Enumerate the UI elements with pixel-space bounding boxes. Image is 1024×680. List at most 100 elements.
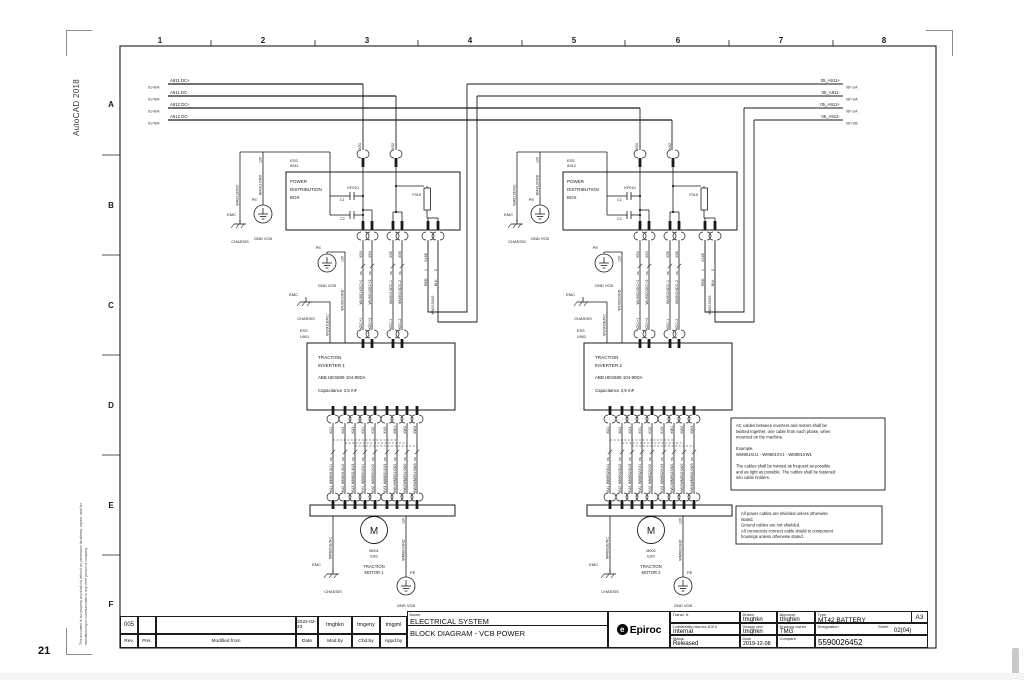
note-box-1 <box>730 417 886 491</box>
svg-text:GND VCB: GND VCB <box>254 236 273 241</box>
approver-cell: Approver tmghkn <box>777 611 815 623</box>
svg-text:XW1: XW1 <box>670 485 674 493</box>
svg-text:3: 3 <box>365 36 370 45</box>
svg-text:XV3: XV3 <box>383 427 387 434</box>
svg-text:TRACTION: TRACTION <box>595 355 618 360</box>
drawing-title-line2: BLOCK DIAGRAM - VCB POWER <box>410 629 526 638</box>
svg-text:PE: PE <box>393 457 397 461</box>
svg-text:PE: PE <box>636 271 640 275</box>
svg-text:WM902XU3: WM902XU3 <box>628 464 632 484</box>
svg-text:Capacitance 3,9 mF: Capacitance 3,9 mF <box>595 388 635 393</box>
crop-mark-bottom-left-v <box>66 628 67 654</box>
svg-text:F: F <box>109 600 114 609</box>
svg-text:RED: RED <box>424 278 428 286</box>
svg-text:WM902XU2: WM902XU2 <box>618 464 622 484</box>
drawn-value: tmghkn <box>743 617 763 623</box>
svg-text:PE: PE <box>666 271 670 275</box>
motor-terminal-strip-1 <box>309 504 456 517</box>
drawing-owner-cell: Drawing owner TMG <box>777 623 815 635</box>
svg-text:129: 129 <box>679 518 683 524</box>
svg-text:1: 1 <box>158 36 163 45</box>
designation-cell: Designation Sheet 02(04) <box>815 623 928 635</box>
svg-text:PE: PE <box>413 457 417 461</box>
svg-text:WM901XV3: WM901XV3 <box>383 464 387 484</box>
svg-text:GND VCB: GND VCB <box>397 603 416 608</box>
epiroc-logo: e Epiroc <box>609 612 669 647</box>
drawn-label: Drawn <box>742 611 755 617</box>
svg-text:DISTRIBUTION: DISTRIBUTION <box>567 187 599 192</box>
svg-text:XW3: XW3 <box>413 426 417 434</box>
document-number: 5590026452 <box>818 638 863 647</box>
drawing-title-line1: ELECTRICAL SYSTEM <box>410 617 489 626</box>
svg-text:U902: U902 <box>577 335 586 339</box>
sheet-value: 02(04) <box>894 628 912 634</box>
svg-text:MOTOR 1: MOTOR 1 <box>364 570 384 575</box>
svg-text:PE: PE <box>329 457 333 461</box>
svg-text:WM901E/NC: WM901E/NC <box>329 537 333 559</box>
pos-value <box>138 616 156 634</box>
svg-text:PE: PE <box>403 457 407 461</box>
sheet-label: Sheet <box>878 623 889 629</box>
svg-text:WA912GND: WA912GND <box>536 174 540 195</box>
svg-text:PE: PE <box>351 457 355 461</box>
svg-text:Example,: Example, <box>736 446 753 451</box>
drawn-cell: Drawn tmghkn <box>740 611 777 623</box>
svg-text:7: 7 <box>779 36 784 45</box>
rev-header: Rev. <box>120 634 138 648</box>
svg-text:05_A911+: 05_A911+ <box>821 78 841 83</box>
svg-text:PE: PE <box>383 457 387 461</box>
svg-text:PE: PE <box>690 457 694 461</box>
svg-text:XV2: XV2 <box>371 427 375 434</box>
svg-text:4: 4 <box>468 36 473 45</box>
svg-text:GND VCB: GND VCB <box>595 283 614 288</box>
svg-text:A912 DC+: A912 DC+ <box>170 102 190 107</box>
svg-text:BOX: BOX <box>567 195 577 200</box>
svg-text:ESS: ESS <box>370 555 378 559</box>
name-caption: Name <box>409 611 421 617</box>
svg-text:129: 129 <box>536 157 540 163</box>
svg-text:PE: PE <box>359 271 363 275</box>
pos-header: Pos. <box>138 634 156 648</box>
svg-text:WU901XDC+2: WU901XDC+2 <box>368 279 372 304</box>
svg-text:WM901XU3: WM901XU3 <box>351 464 355 484</box>
svg-text:CHASSIS: CHASSIS <box>601 589 619 594</box>
svg-text:WU901XDC-2: WU901XDC-2 <box>398 280 402 304</box>
svg-text:ESS: ESS <box>567 159 575 163</box>
svg-text:WM902XW1: WM902XW1 <box>670 463 674 484</box>
svg-text:XV3: XV3 <box>383 486 387 493</box>
logo-cell: e Epiroc <box>608 611 670 648</box>
svg-text:PE: PE <box>645 271 649 275</box>
svg-text:WU901XDC-1: WU901XDC-1 <box>389 280 393 304</box>
scrollbar-thumb[interactable] <box>1012 648 1019 674</box>
svg-text:WU902XDC-2: WU902XDC-2 <box>675 280 679 304</box>
svg-text:stated.: stated. <box>741 517 754 522</box>
svg-text:XV1: XV1 <box>638 486 642 493</box>
svg-text:C1: C1 <box>617 198 622 202</box>
motor-symbol-1 <box>360 516 388 544</box>
svg-text:CHASSIS: CHASSIS <box>297 316 315 321</box>
svg-text:06=1/A: 06=1/A <box>846 86 858 90</box>
svg-text:INVERTER 1: INVERTER 1 <box>318 363 345 368</box>
inverter-box-1 <box>306 342 456 411</box>
svg-text:RED: RED <box>701 278 705 286</box>
svg-text:WU902XDC+2: WU902XDC+2 <box>645 279 649 304</box>
svg-text:XU1: XU1 <box>329 427 333 434</box>
svg-text:X92: X92 <box>390 142 395 150</box>
svg-text:PE: PE <box>341 457 345 461</box>
svg-text:M: M <box>370 526 378 537</box>
svg-text:X93: X93 <box>636 251 640 258</box>
svg-text:X91: X91 <box>634 142 639 150</box>
svg-text:XW3: XW3 <box>413 485 417 493</box>
svg-text:C1: C1 <box>340 198 345 202</box>
status-value: Released <box>673 641 699 647</box>
approver-label: Approver <box>779 611 796 617</box>
svg-text:XDC-2: XDC-2 <box>398 319 402 330</box>
svg-text:XW2: XW2 <box>403 485 407 493</box>
svg-text:XU3: XU3 <box>628 427 632 434</box>
svg-text:X91: X91 <box>357 142 362 150</box>
svg-text:MOTOR 2: MOTOR 2 <box>641 570 661 575</box>
svg-text:PE: PE <box>398 271 402 275</box>
svg-text:WM901GND: WM901GND <box>402 539 406 561</box>
